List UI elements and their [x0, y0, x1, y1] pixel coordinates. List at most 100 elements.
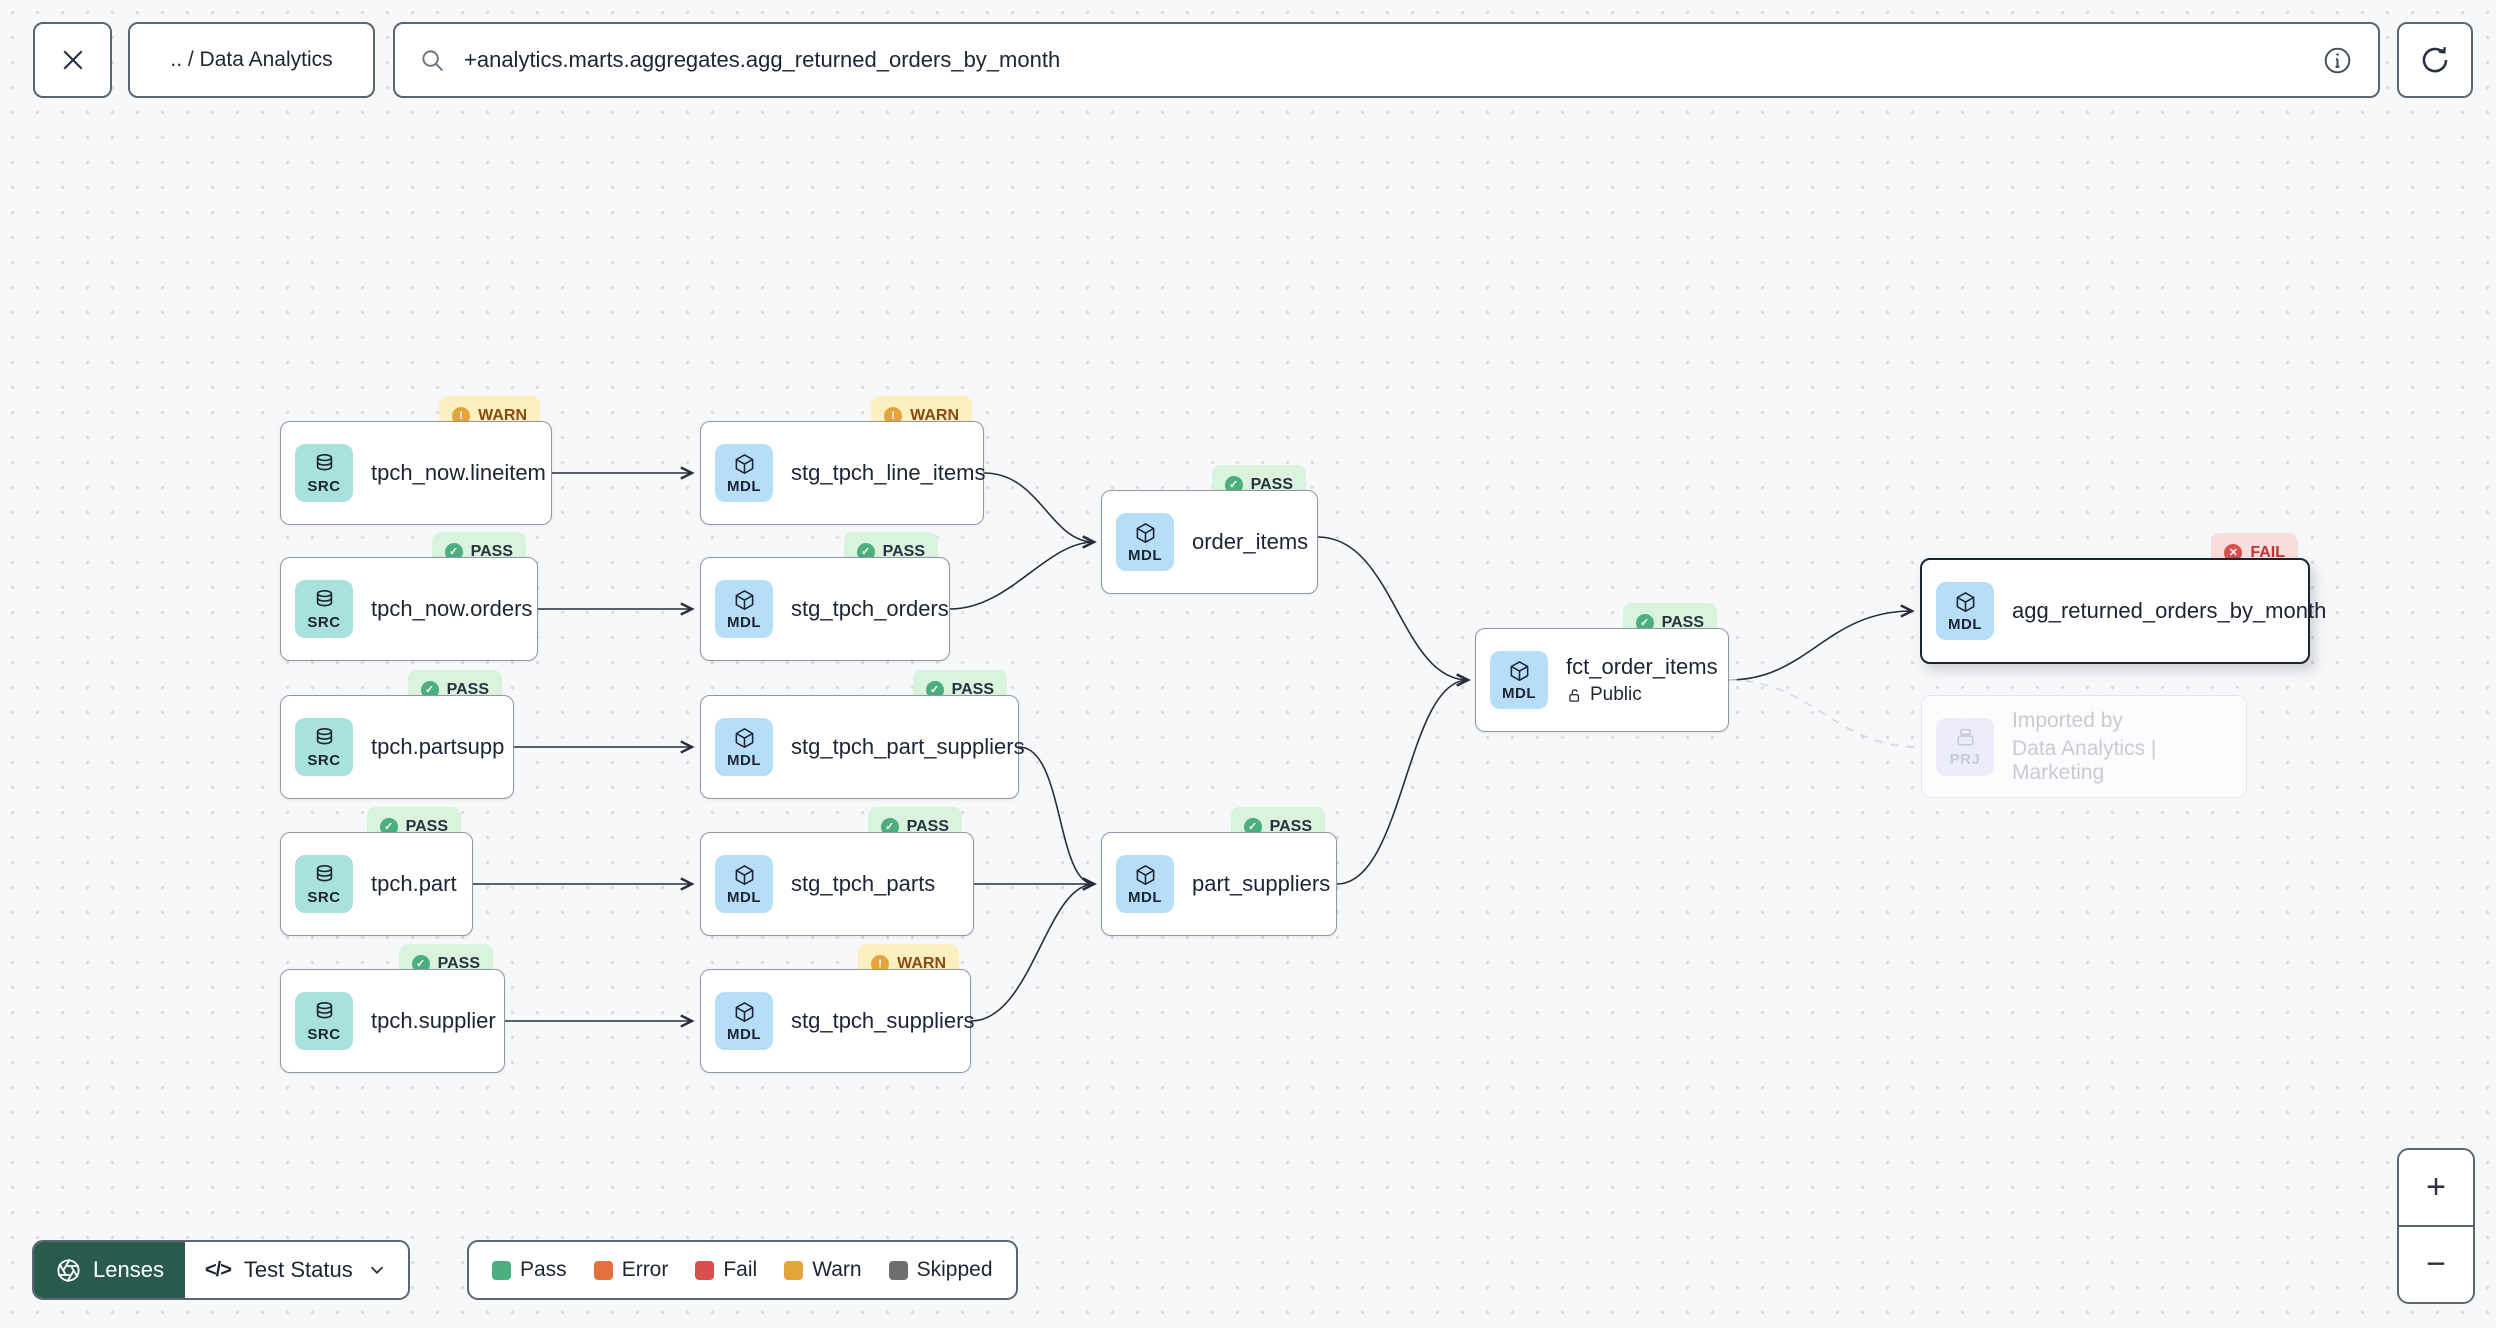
- status-label: PASS: [437, 955, 480, 972]
- legend-item-fail: Fail: [695, 1258, 757, 1282]
- graph-node-stg_tpch_suppliers[interactable]: ! WARN MDL stg_t: [700, 944, 975, 1073]
- cube-icon: [735, 1001, 753, 1022]
- legend-item-error: Error: [593, 1258, 668, 1282]
- status-label: PASS: [906, 818, 949, 835]
- code-icon: </>: [204, 1258, 232, 1281]
- status-label: FAIL: [2250, 544, 2285, 561]
- status-label: PASS: [1250, 476, 1293, 493]
- zoom-in-button[interactable]: +: [2399, 1150, 2473, 1227]
- legend-label: Warn: [812, 1258, 862, 1281]
- status-label: PASS: [951, 681, 994, 698]
- node-kind-label: MDL: [727, 477, 761, 495]
- node-kind-label: SRC: [307, 1025, 341, 1043]
- database-icon: [316, 1001, 332, 1018]
- database-icon: [316, 864, 332, 881]
- database-icon: [316, 589, 332, 606]
- legend-item-pass: Pass: [492, 1258, 567, 1282]
- status-dot-icon: ✓: [379, 818, 398, 836]
- status-label: PASS: [1269, 818, 1312, 835]
- refresh-button[interactable]: [2397, 22, 2473, 98]
- lens-dropdown[interactable]: </> Test Status: [184, 1242, 408, 1298]
- node-kind-chip: SRC: [295, 444, 353, 502]
- cube-icon: [735, 727, 753, 748]
- search-bar[interactable]: [393, 22, 2380, 98]
- node-label: order_items: [1192, 529, 1309, 554]
- status-label: PASS: [470, 543, 513, 560]
- node-label: stg_tpch_line_items: [791, 460, 986, 485]
- node-label: fct_order_items: [1566, 654, 1718, 679]
- graph-node-stg_tpch_orders[interactable]: ✓ PASS MDL stg_t: [700, 532, 950, 661]
- legend-item-warn: Warn: [784, 1258, 862, 1282]
- zoom-out-button[interactable]: −: [2399, 1227, 2473, 1302]
- status-dot-icon: ✓: [1243, 818, 1262, 836]
- node-kind-label: MDL: [1948, 615, 1982, 633]
- lenses-button[interactable]: Lenses: [34, 1242, 185, 1298]
- node-kind-label: PRJ: [1949, 751, 1981, 768]
- node-kind-chip: SRC: [295, 992, 353, 1050]
- database-icon: [316, 727, 332, 744]
- node-kind-chip: MDL: [1490, 651, 1548, 709]
- graph-node-fct_order_items[interactable]: ✓ PASS MDL fct_o: [1475, 603, 1729, 732]
- search-input[interactable]: [462, 46, 2305, 74]
- close-button[interactable]: [33, 22, 112, 98]
- cube-icon: [735, 589, 753, 610]
- cube-icon: [1510, 660, 1528, 681]
- node-kind-label: MDL: [727, 751, 761, 769]
- graph-node-part_suppliers[interactable]: ✓ PASS MDL part_: [1101, 807, 1337, 936]
- chevron-down-icon: [370, 1266, 383, 1275]
- cube-icon: [735, 864, 753, 885]
- node-kind-chip: MDL: [1116, 513, 1174, 571]
- graph-node-tpch_now.lineitem[interactable]: ! WARN SRC tpch_: [280, 396, 552, 525]
- status-label: PASS: [1661, 614, 1704, 631]
- node-kind-label: MDL: [1128, 546, 1162, 564]
- graph-node-order_items[interactable]: ✓ PASS MDL order: [1101, 465, 1318, 594]
- status-label: WARN: [910, 407, 959, 424]
- cube-icon: [735, 453, 753, 474]
- node-sublabel: Public: [1566, 684, 1718, 706]
- status-dot-icon: ✓: [925, 681, 944, 699]
- node-kind-chip: SRC: [295, 855, 353, 913]
- info-icon[interactable]: [2321, 44, 2354, 77]
- status-label: PASS: [405, 818, 448, 835]
- graph-node-tpch.part[interactable]: ✓ PASS SRC tpch.: [280, 807, 473, 936]
- refresh-icon: [2422, 47, 2448, 73]
- graph-node-tpch.supplier[interactable]: ✓ PASS SRC tpch.: [280, 944, 505, 1073]
- status-label: PASS: [882, 543, 925, 560]
- graph-node-agg_returned_orders_by_month[interactable]: ✕ FAIL MDL agg_r: [1920, 533, 2326, 664]
- status-dot-icon: !: [884, 407, 903, 425]
- graph-node-imported_by[interactable]: PRJ Imported by Data Analytics | Marketi…: [1921, 695, 2247, 798]
- status-dot-icon: ✓: [880, 818, 899, 836]
- node-kind-chip: MDL: [715, 718, 773, 776]
- status-dot-icon: ✕: [2224, 544, 2243, 562]
- node-label: tpch.partsupp: [371, 734, 505, 759]
- status-badge: ✓ PASS: [843, 532, 938, 572]
- status-dot-icon: ✓: [411, 955, 430, 973]
- graph-node-stg_tpch_parts[interactable]: ✓ PASS MDL stg_t: [700, 807, 974, 936]
- status-dot-icon: ✓: [444, 543, 463, 561]
- breadcrumb[interactable]: .. / Data Analytics: [128, 22, 375, 98]
- graph-node-stg_tpch_line_items[interactable]: ! WARN MDL stg_t: [700, 396, 986, 525]
- node-kind-chip: MDL: [1116, 855, 1174, 913]
- node-kind-chip: MDL: [1936, 582, 1994, 640]
- status-dot-icon: ✓: [1635, 614, 1654, 632]
- node-kind-label: MDL: [1128, 888, 1162, 906]
- test-status-legend: Pass Error Fail Warn Skipped: [467, 1240, 1018, 1300]
- aperture-icon: [57, 1258, 80, 1282]
- node-kind-label: SRC: [307, 613, 341, 631]
- legend-label: Pass: [520, 1258, 567, 1281]
- legend-swatch: [492, 1260, 511, 1280]
- node-kind-label: MDL: [727, 613, 761, 631]
- cube-icon: [1136, 522, 1154, 543]
- node-label: stg_tpch_suppliers: [791, 1008, 975, 1033]
- graph-node-tpch_now.orders[interactable]: ✓ PASS SRC tpch_: [280, 532, 538, 661]
- lens-selected-label: Test Status: [243, 1257, 353, 1282]
- status-dot-icon: !: [871, 955, 890, 973]
- status-label: WARN: [478, 407, 527, 424]
- node-label: Imported by: [2012, 708, 2123, 732]
- node-label: tpch.supplier: [371, 1008, 496, 1033]
- lenses-label: Lenses: [93, 1257, 164, 1282]
- status-dot-icon: !: [452, 407, 471, 425]
- graph-node-tpch.partsupp[interactable]: ✓ PASS SRC tpch.: [280, 670, 514, 799]
- graph-node-stg_tpch_part_suppliers[interactable]: ✓ PASS MDL stg_t: [700, 670, 1025, 799]
